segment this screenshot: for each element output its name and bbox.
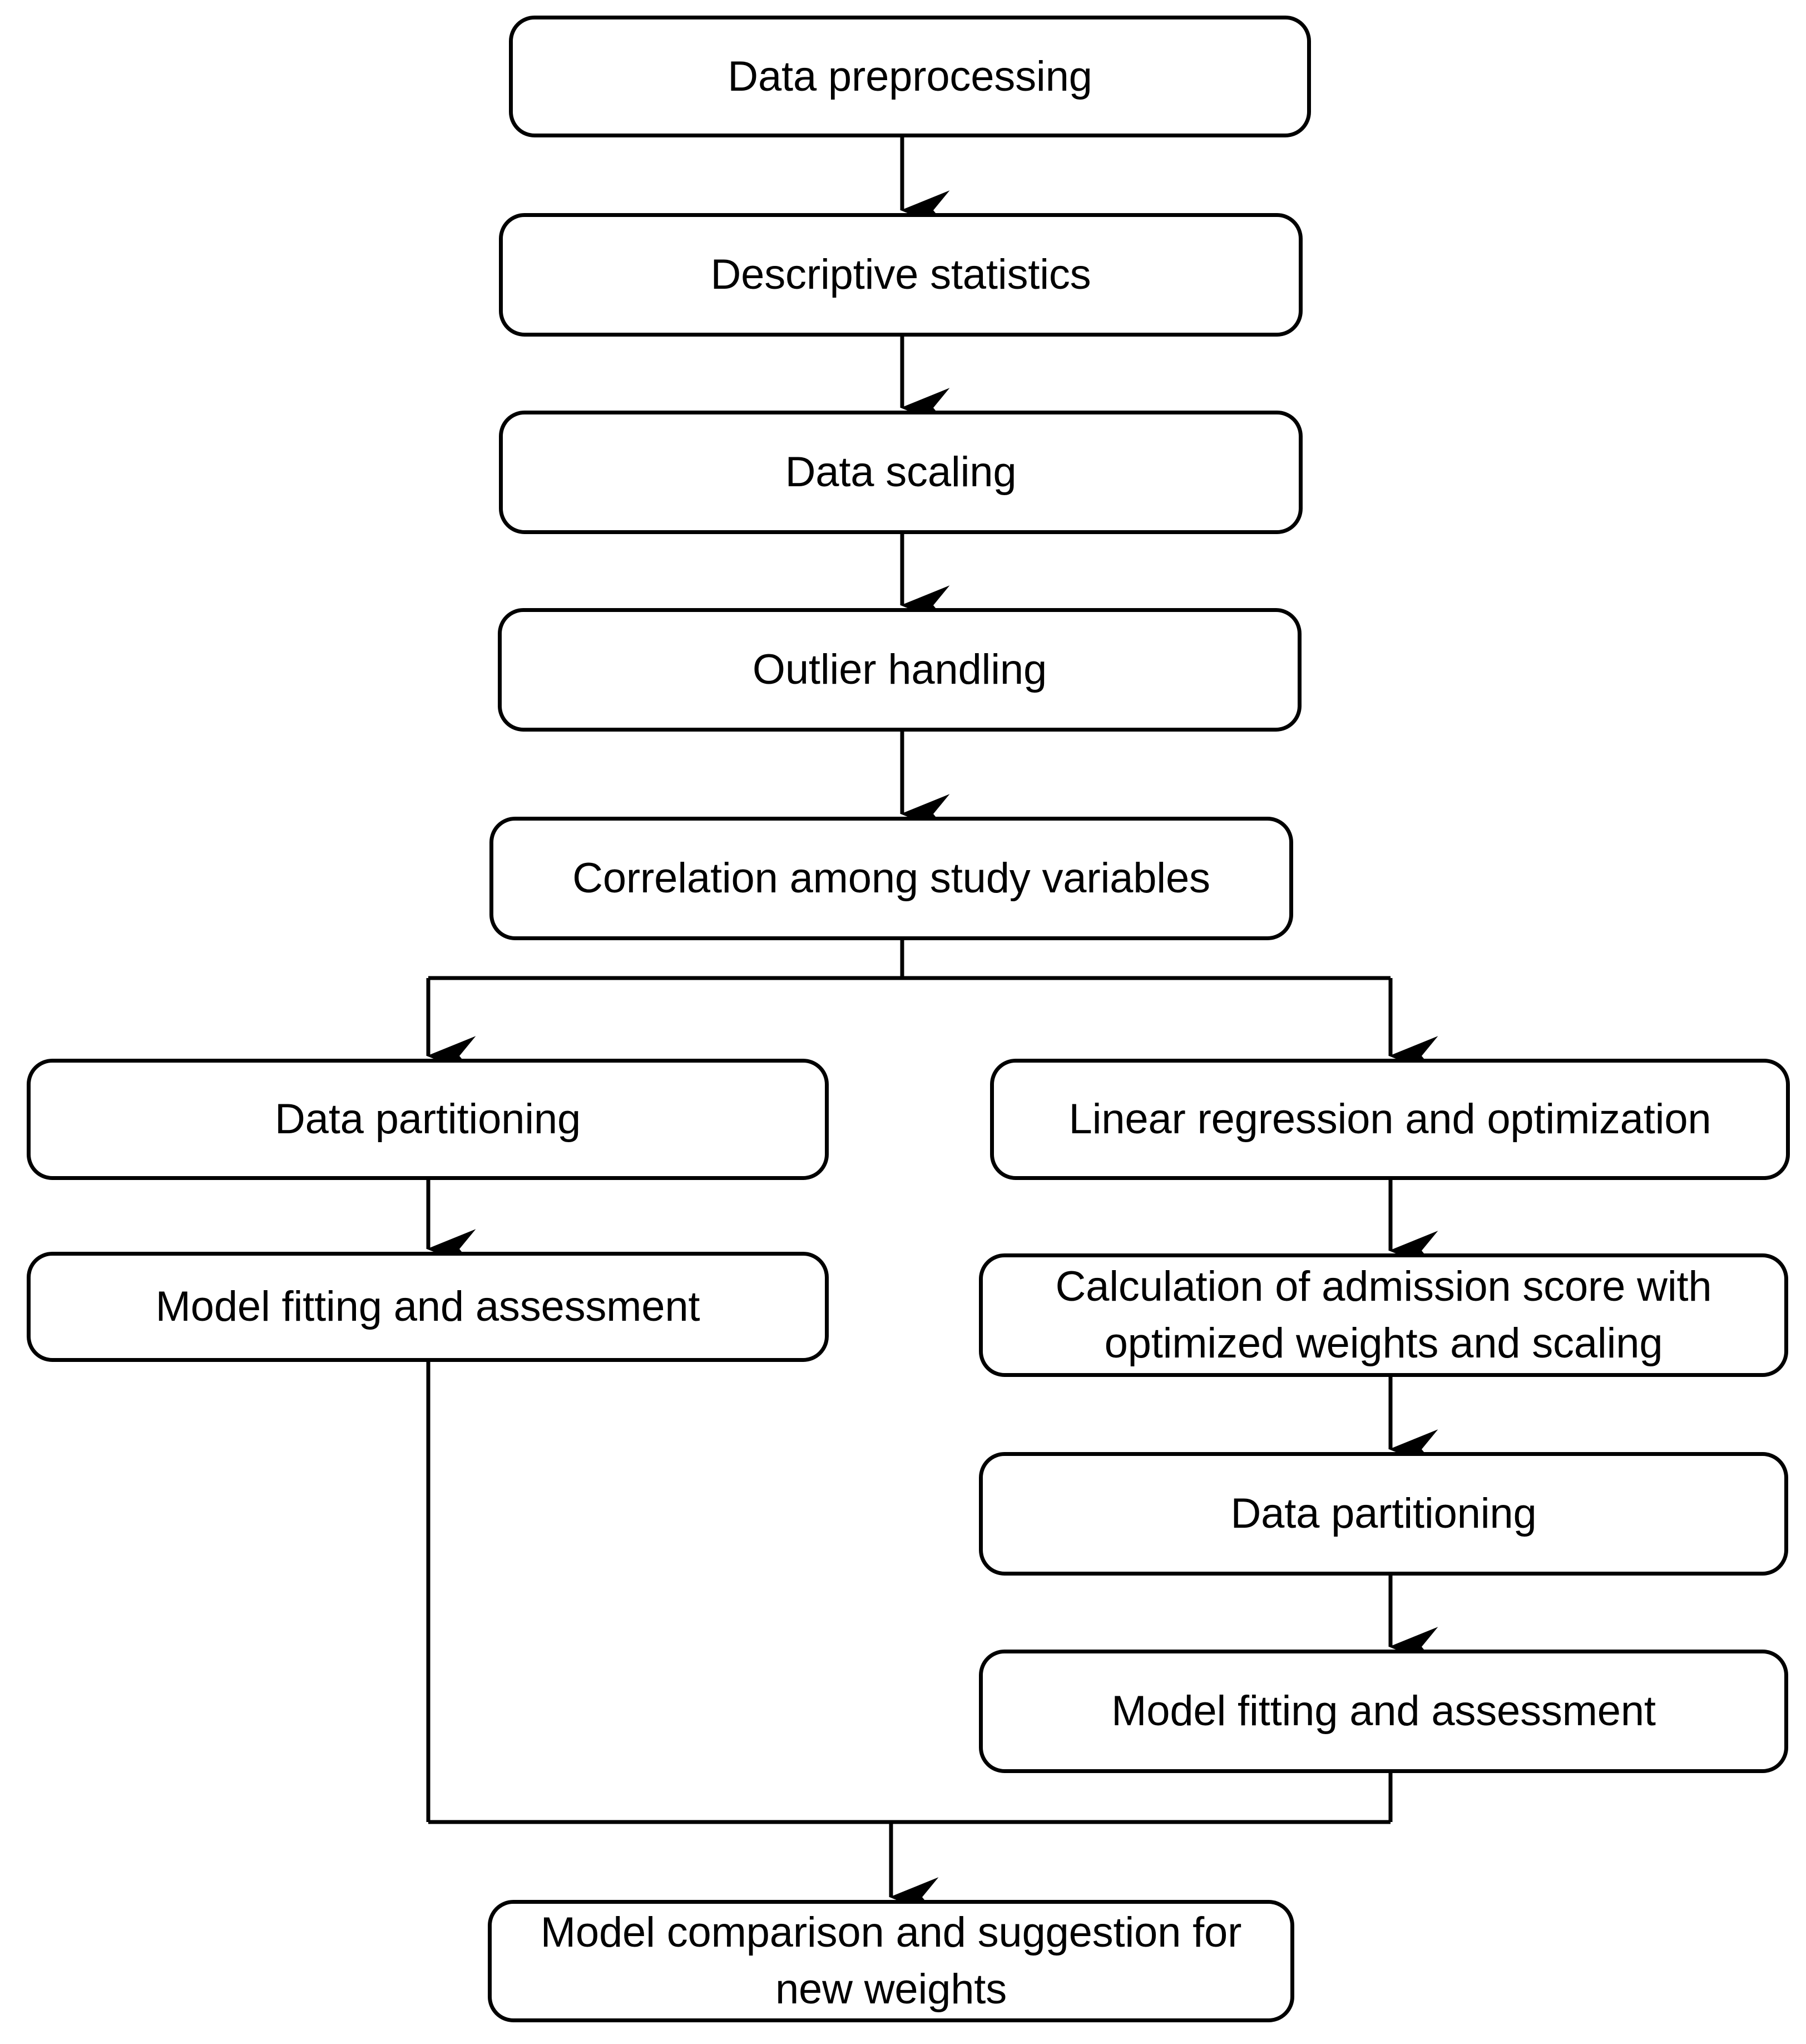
node-label: Model comparison and suggestion for new … xyxy=(540,1909,1242,2013)
node-label: Data preprocessing xyxy=(728,52,1092,100)
node-data-partitioning-right[interactable]: Data partitioning xyxy=(979,1452,1788,1576)
node-label: Data partitioning xyxy=(274,1095,581,1143)
node-data-preprocessing[interactable]: Data preprocessing xyxy=(509,16,1311,137)
node-data-partitioning-left[interactable]: Data partitioning xyxy=(27,1059,829,1180)
node-outlier-handling[interactable]: Outlier handling xyxy=(498,608,1302,732)
node-data-scaling[interactable]: Data scaling xyxy=(499,411,1303,534)
node-correlation-among-study-variables[interactable]: Correlation among study variables xyxy=(489,817,1293,940)
node-linear-regression-and-optimization[interactable]: Linear regression and optimization xyxy=(990,1059,1790,1180)
node-label: Data scaling xyxy=(785,448,1017,496)
node-label: Model fitting and assessment xyxy=(155,1283,700,1331)
node-model-comparison-and-suggestion[interactable]: Model comparison and suggestion for new … xyxy=(488,1900,1294,2022)
node-label: Outlier handling xyxy=(752,646,1047,694)
node-model-fitting-and-assessment-right[interactable]: Model fitting and assessment xyxy=(979,1650,1788,1773)
node-label: Data partitioning xyxy=(1230,1490,1537,1538)
node-label: Calculation of admission score with opti… xyxy=(1055,1263,1712,1367)
node-calculation-of-admission-score[interactable]: Calculation of admission score with opti… xyxy=(979,1253,1788,1377)
node-label: Correlation among study variables xyxy=(572,855,1210,902)
node-descriptive-statistics[interactable]: Descriptive statistics xyxy=(499,213,1303,337)
node-label: Descriptive statistics xyxy=(710,251,1091,299)
node-model-fitting-and-assessment-left[interactable]: Model fitting and assessment xyxy=(27,1252,829,1362)
node-label: Model fitting and assessment xyxy=(1111,1687,1656,1735)
node-label: Linear regression and optimization xyxy=(1068,1095,1711,1143)
